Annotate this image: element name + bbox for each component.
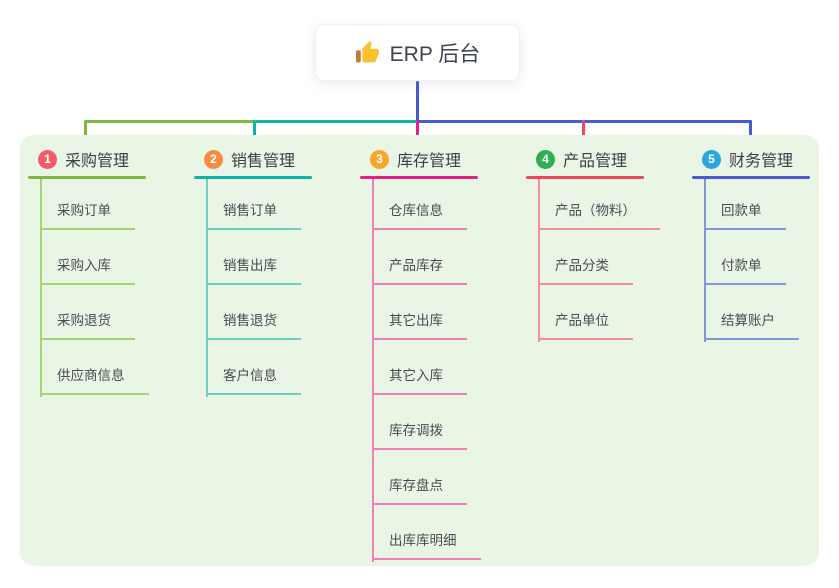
node-item[interactable]: 产品分类 <box>538 230 633 285</box>
branch-spine-line <box>40 179 42 397</box>
node-label: 采购入库 <box>57 258 111 273</box>
node-label: 其它出库 <box>389 313 443 328</box>
node-item[interactable]: 产品单位 <box>538 285 633 340</box>
branch-number-badge: 5 <box>702 149 721 169</box>
branch-label: 产品管理 <box>563 153 628 170</box>
branch-spine-line <box>206 179 208 397</box>
branch-label: 财务管理 <box>729 153 794 170</box>
branch-underline <box>28 176 146 179</box>
node-item[interactable]: 销售出库 <box>206 230 301 285</box>
branch-number-badge: 3 <box>370 149 389 169</box>
branch-purchase: 1 采购管理 采购订单 采购入库 采购退货 供应商信息 <box>28 146 198 397</box>
bus-segment-sales <box>255 120 417 123</box>
node-label: 出库库明细 <box>389 533 457 548</box>
node-label: 产品单位 <box>555 313 609 328</box>
drop-line-inventory <box>416 120 419 145</box>
node-item[interactable]: 采购退货 <box>40 285 135 340</box>
branch-children: 回款单 付款单 结算账户 <box>704 175 799 340</box>
branch-underline <box>360 176 478 179</box>
node-label: 销售订单 <box>223 203 277 218</box>
mindmap-panel <box>20 135 819 566</box>
node-label: 库存盘点 <box>389 478 443 493</box>
node-item[interactable]: 采购订单 <box>40 175 135 230</box>
branch-header-product[interactable]: 4 产品管理 <box>526 146 696 172</box>
node-label: 回款单 <box>721 203 762 218</box>
node-item[interactable]: 产品（物料） <box>538 175 660 230</box>
branch-header-inventory[interactable]: 3 库存管理 <box>360 146 530 172</box>
root-node[interactable]: ERP 后台 <box>315 24 520 81</box>
node-item[interactable]: 客户信息 <box>206 340 301 395</box>
node-item[interactable]: 库存调拨 <box>372 395 467 450</box>
drop-line-finance <box>749 120 752 145</box>
node-label: 库存调拨 <box>389 423 443 438</box>
branch-children: 产品（物料） 产品分类 产品单位 <box>538 175 660 340</box>
drop-line-product <box>582 120 585 145</box>
node-label: 其它入库 <box>389 368 443 383</box>
branch-spine-line <box>538 179 540 342</box>
node-item[interactable]: 其它入库 <box>372 340 467 395</box>
node-item[interactable]: 结算账户 <box>704 285 799 340</box>
node-item[interactable]: 库存盘点 <box>372 450 467 505</box>
branch-label: 采购管理 <box>65 153 130 170</box>
branch-header-finance[interactable]: 5 财务管理 <box>692 146 839 172</box>
branch-children: 销售订单 销售出库 销售退货 客户信息 <box>206 175 301 395</box>
node-label: 供应商信息 <box>57 368 125 383</box>
node-item[interactable]: 回款单 <box>704 175 786 230</box>
branch-children: 仓库信息 产品库存 其它出库 其它入库 库存调拨 库存盘点 出库库明细 <box>372 175 481 560</box>
branch-header-sales[interactable]: 2 销售管理 <box>194 146 364 172</box>
node-item[interactable]: 仓库信息 <box>372 175 467 230</box>
node-item[interactable]: 出库库明细 <box>372 505 481 560</box>
branch-label: 销售管理 <box>231 153 296 170</box>
branch-product: 4 产品管理 产品（物料） 产品分类 产品单位 <box>526 146 696 342</box>
node-label: 结算账户 <box>721 313 775 328</box>
branch-number-badge: 2 <box>204 149 223 169</box>
node-label: 仓库信息 <box>389 203 443 218</box>
node-item[interactable]: 采购入库 <box>40 230 135 285</box>
node-item[interactable]: 供应商信息 <box>40 340 149 395</box>
branch-finance: 5 财务管理 回款单 付款单 结算账户 <box>692 146 839 342</box>
root-title: ERP 后台 <box>389 42 481 66</box>
branch-children: 采购订单 采购入库 采购退货 供应商信息 <box>40 175 149 395</box>
node-label: 销售退货 <box>223 313 277 328</box>
branch-label: 库存管理 <box>397 153 462 170</box>
node-label: 产品库存 <box>389 258 443 273</box>
node-item[interactable]: 销售订单 <box>206 175 301 230</box>
node-item[interactable]: 产品库存 <box>372 230 467 285</box>
branch-number-badge: 4 <box>536 149 555 169</box>
branch-spine-line <box>372 179 374 562</box>
node-label: 产品分类 <box>555 258 609 273</box>
node-item[interactable]: 付款单 <box>704 230 786 285</box>
node-label: 采购退货 <box>57 313 111 328</box>
branch-header-purchase[interactable]: 1 采购管理 <box>28 146 198 172</box>
node-label: 采购订单 <box>57 203 111 218</box>
drop-line-sales <box>253 120 256 145</box>
thumbs-up-icon <box>355 41 379 63</box>
bus-segment-purchase <box>84 120 255 123</box>
node-item[interactable]: 销售退货 <box>206 285 301 340</box>
node-label: 销售出库 <box>223 258 277 273</box>
node-label: 客户信息 <box>223 368 277 383</box>
drop-line-purchase <box>84 120 87 145</box>
node-item[interactable]: 其它出库 <box>372 285 467 340</box>
node-label: 产品（物料） <box>555 203 636 218</box>
branch-underline <box>194 176 312 179</box>
branch-underline <box>692 176 810 179</box>
branch-number-badge: 1 <box>38 149 57 169</box>
node-label: 付款单 <box>721 258 762 273</box>
branch-spine-line <box>704 179 706 342</box>
trunk-line <box>416 81 419 122</box>
branch-underline <box>526 176 644 179</box>
branch-inventory: 3 库存管理 仓库信息 产品库存 其它出库 其它入库 库存调拨 库存盘点 出库库… <box>360 146 530 562</box>
branch-sales: 2 销售管理 销售订单 销售出库 销售退货 客户信息 <box>194 146 364 397</box>
